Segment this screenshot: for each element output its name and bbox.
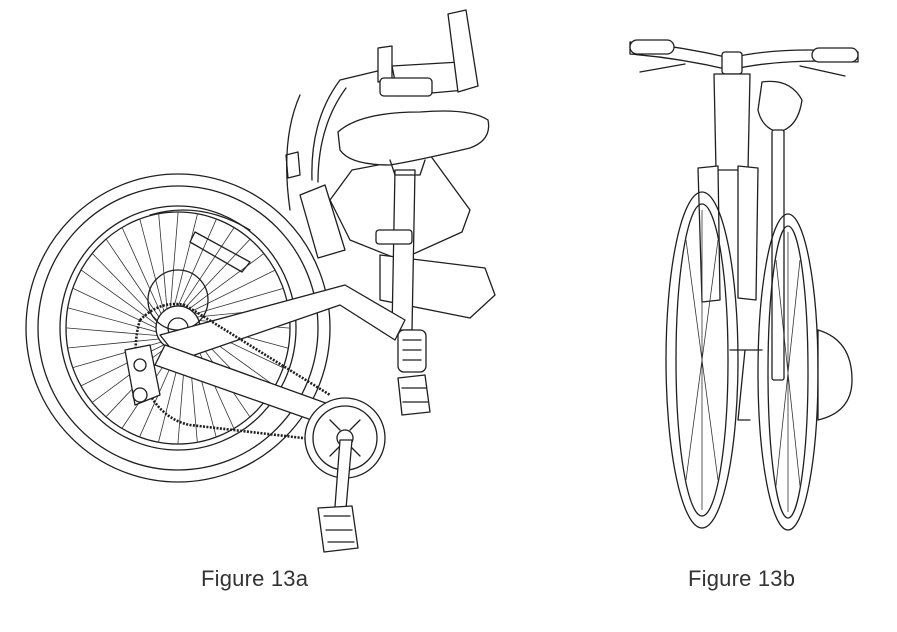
spoke — [105, 238, 160, 318]
spoke — [185, 238, 251, 308]
spoke — [67, 338, 159, 349]
spoke — [191, 269, 276, 312]
spoke — [65, 327, 158, 336]
handlebar — [629, 39, 859, 77]
motor-cover — [817, 329, 853, 421]
pedal-upper — [397, 374, 431, 416]
spoke — [72, 287, 157, 329]
spoke — [80, 269, 157, 325]
spoke — [188, 253, 265, 310]
stem — [713, 73, 751, 171]
spoke — [139, 218, 165, 312]
spoke — [194, 288, 284, 315]
spoke — [67, 307, 157, 333]
spoke — [121, 227, 162, 315]
folded-bike-front-illustration — [629, 39, 859, 531]
chainring — [304, 397, 386, 479]
kickstand — [729, 349, 763, 421]
fork — [697, 165, 759, 303]
spoke — [170, 211, 179, 308]
figure-13b: Figure 13b — [590, 0, 897, 632]
saddle-front — [757, 80, 803, 381]
chain — [134, 302, 331, 442]
figure-13a: Figure 13a — [25, 9, 496, 591]
front-wheel-behind — [149, 209, 251, 273]
saddle — [337, 110, 490, 176]
front-wheel — [665, 191, 739, 529]
rear-wheel-front-view — [757, 213, 819, 531]
spoke — [181, 227, 235, 307]
spoke — [158, 213, 168, 309]
handlebar-folded — [285, 9, 479, 211]
rear-derailleur — [124, 344, 161, 406]
figure-caption-13a: Figure 13a — [201, 566, 309, 591]
folded-bike-side-illustration — [25, 9, 496, 553]
frame — [154, 154, 496, 431]
figure-caption-13b: Figure 13b — [688, 566, 796, 591]
crank-arm — [317, 439, 359, 553]
spoke — [173, 213, 198, 307]
spoke — [177, 218, 217, 307]
spoke — [91, 253, 158, 321]
